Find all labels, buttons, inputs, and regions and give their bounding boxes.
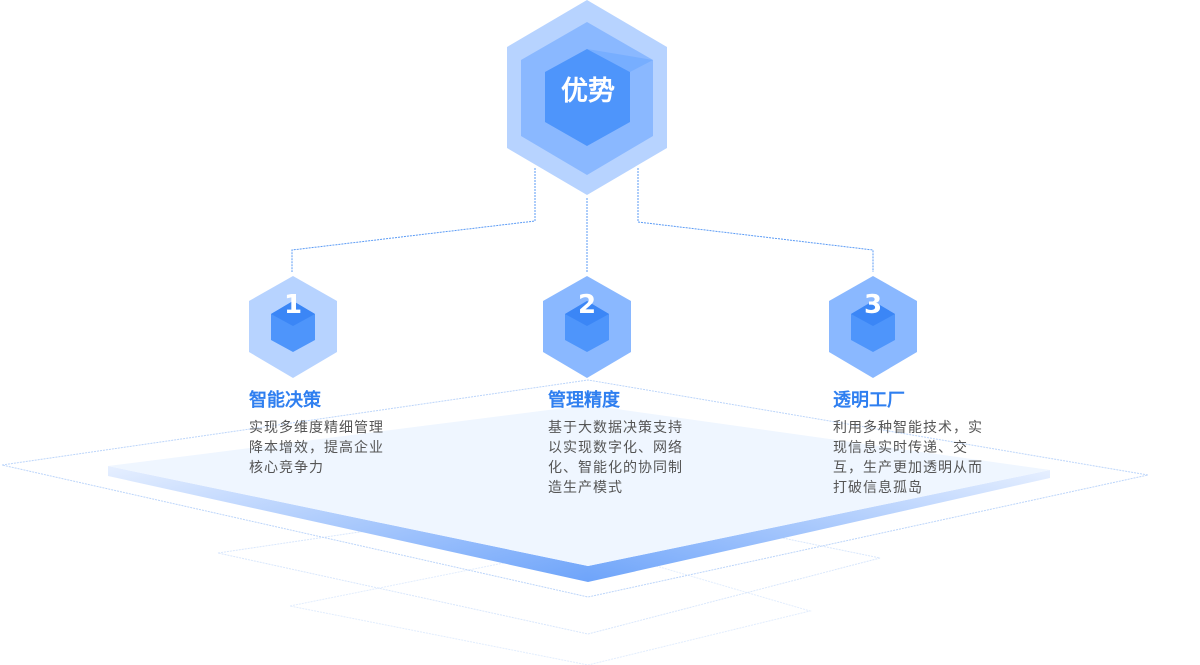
item-2-card: 管理精度 基于大数据决策支持 以实现数字化、网络 化、智能化的协同制 造生产模式	[548, 388, 738, 498]
item-2-desc-line: 化、智能化的协同制	[548, 460, 683, 476]
item-2-number: 2	[577, 290, 597, 320]
connector-1	[291, 168, 536, 272]
center-label: 优势	[561, 76, 615, 107]
outline-layer-1	[1, 379, 1149, 598]
main-hex-inner-top	[587, 49, 653, 72]
cube-3-inner-top	[851, 301, 895, 326]
platform	[108, 405, 1050, 582]
item-3-title: 透明工厂	[833, 390, 905, 411]
connectors	[291, 168, 874, 272]
cube-3	[829, 276, 917, 378]
item-1-desc-line: 降本增效，提高企业	[249, 440, 384, 456]
item-3-card: 透明工厂 利用多种智能技术，实 现信息实时传递、交 互，生产更加透明从而 打破信…	[833, 388, 1033, 498]
main-hex-inner	[545, 49, 630, 146]
item-1-number: 1	[283, 290, 303, 320]
main-hexagon	[507, 0, 667, 195]
item-3-desc-line: 现信息实时传递、交	[833, 440, 968, 456]
cube-1-inner-top	[271, 301, 315, 326]
item-2-title: 管理精度	[548, 390, 620, 411]
connector-3	[637, 168, 874, 272]
item-3-number: 3	[863, 290, 883, 320]
cube-1	[249, 276, 337, 378]
cube-2	[543, 276, 631, 378]
platform-edge-left	[108, 466, 588, 582]
item-1-desc-line: 实现多维度精细管理	[249, 420, 384, 436]
item-2-description: 基于大数据决策支持 以实现数字化、网络 化、智能化的协同制 造生产模式	[548, 418, 738, 498]
platform-top	[108, 405, 1050, 566]
item-3-desc-line: 互，生产更加透明从而	[833, 460, 983, 476]
item-1-desc-line: 核心竞争力	[249, 460, 324, 476]
cube-2-inner-top	[565, 301, 609, 326]
item-1-card: 智能决策 实现多维度精细管理 降本增效，提高企业 核心竞争力	[249, 388, 439, 478]
item-3-desc-line: 利用多种智能技术，实	[833, 420, 983, 436]
item-2-desc-line: 造生产模式	[548, 480, 623, 496]
item-3-desc-line: 打破信息孤岛	[833, 480, 923, 496]
item-1-description: 实现多维度精细管理 降本增效，提高企业 核心竞争力	[249, 418, 439, 478]
outline-layer-3	[289, 545, 812, 665]
item-2-desc-line: 以实现数字化、网络	[548, 440, 683, 456]
item-3-description: 利用多种智能技术，实 现信息实时传递、交 互，生产更加透明从而 打破信息孤岛	[833, 418, 1033, 498]
item-2-desc-line: 基于大数据决策支持	[548, 420, 683, 436]
platform-edge-right	[588, 470, 1050, 582]
item-1-title: 智能决策	[249, 390, 321, 411]
